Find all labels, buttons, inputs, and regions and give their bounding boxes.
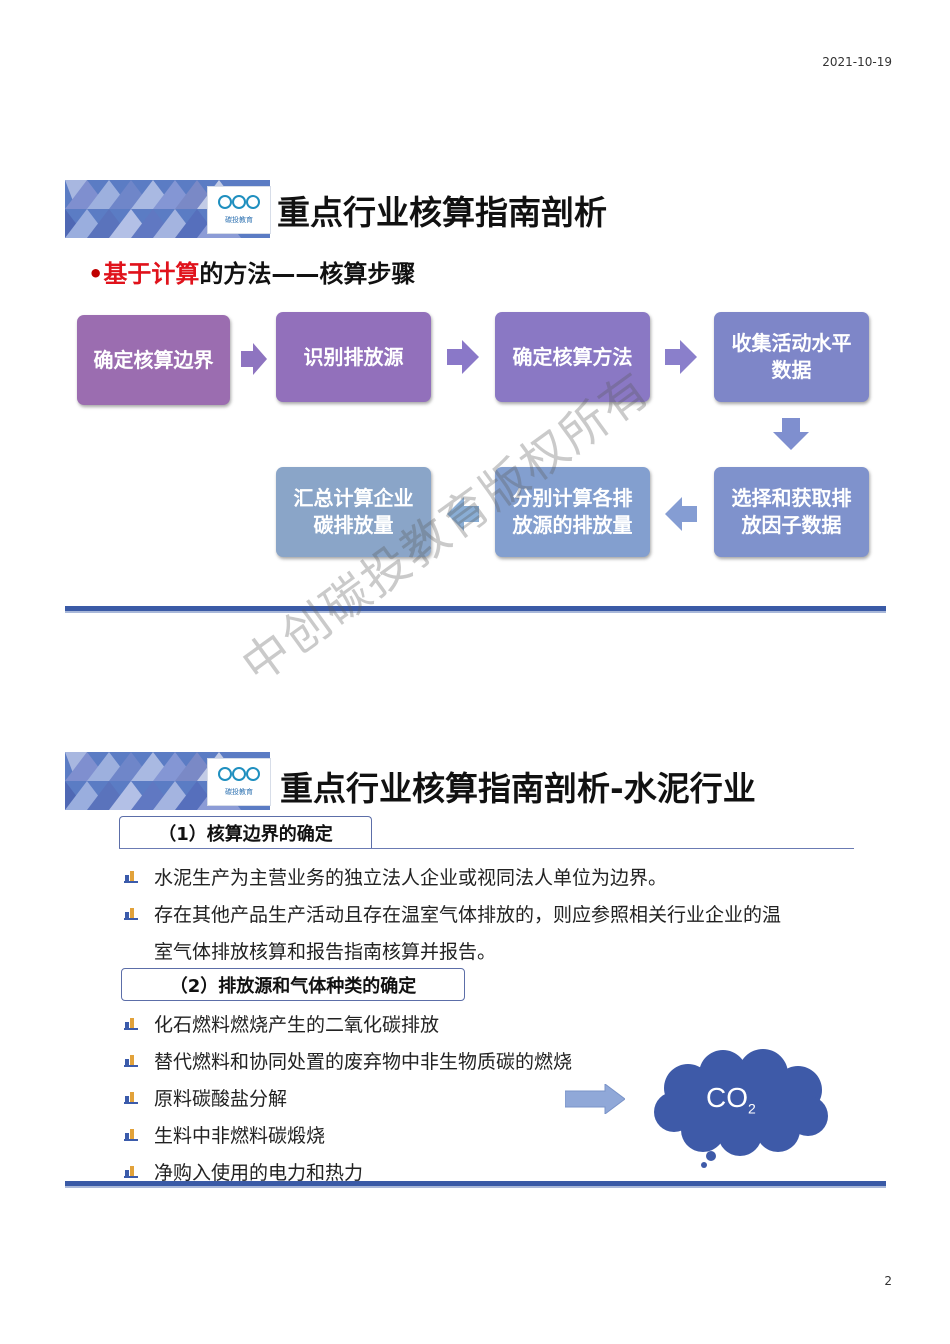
- list-item: 替代燃料和协同处置的废弃物中非生物质碳的燃烧: [154, 1051, 573, 1073]
- slide-2-bottom-rule: [65, 1181, 886, 1188]
- page-number: 2: [884, 1274, 892, 1288]
- step-box-2: 识别排放源: [276, 312, 431, 402]
- bullet-icon: •: [88, 260, 104, 288]
- subheading-highlight: 基于计算: [103, 260, 200, 288]
- list-item: 原料碳酸盐分解: [154, 1088, 288, 1110]
- arrow-right-icon: [241, 343, 267, 375]
- section-1-heading: （1）核算边界的确定: [119, 816, 372, 849]
- list-item: 水泥生产为主营业务的独立法人企业或视同法人单位为边界。: [154, 867, 668, 889]
- logo-text: 碳投教育: [225, 788, 253, 796]
- co2-label: CO2: [706, 1082, 756, 1117]
- arrow-left-icon: [447, 497, 479, 531]
- logo-ring-icon: [232, 767, 246, 781]
- arrow-down-icon: [773, 418, 809, 450]
- bullet-icon: [124, 908, 138, 920]
- slide-title: 重点行业核算指南剖析: [277, 193, 607, 232]
- arrow-right-icon: [565, 1084, 625, 1114]
- slide-1-bottom-rule: [65, 606, 886, 613]
- logo-ring-icon: [246, 195, 260, 209]
- bullet-icon: [124, 1055, 138, 1067]
- step-box-6: 分别计算各排放源的排放量: [495, 467, 650, 557]
- cloud-icon: [654, 1049, 828, 1168]
- logo-ring-icon: [218, 767, 232, 781]
- bullet-icon: [124, 871, 138, 883]
- company-logo: 碳投教育: [207, 186, 271, 234]
- list-item: 净购入使用的电力和热力: [154, 1162, 364, 1184]
- subheading-text: 的方法——核算步骤: [199, 260, 416, 288]
- document-date: 2021-10-19: [822, 55, 892, 69]
- co2-cloud: CO2: [648, 1048, 833, 1170]
- step-box-5: 选择和获取排放因子数据: [714, 467, 869, 557]
- logo-ring-icon: [218, 195, 232, 209]
- logo-ring-icon: [232, 195, 246, 209]
- step-box-7: 汇总计算企业碳排放量: [276, 467, 431, 557]
- arrow-right-icon: [447, 340, 479, 374]
- slide-title: 重点行业核算指南剖析-水泥行业: [280, 769, 756, 808]
- arrow-left-icon: [665, 497, 697, 531]
- bullet-icon: [124, 1018, 138, 1030]
- co2-text: CO: [706, 1082, 748, 1113]
- section-2-heading: （2）排放源和气体种类的确定: [121, 968, 465, 1001]
- bullet-icon: [124, 1166, 138, 1178]
- step-box-4: 收集活动水平数据: [714, 312, 869, 402]
- bullet-icon: [124, 1129, 138, 1141]
- company-logo: 碳投教育: [207, 758, 271, 806]
- slide-2: 碳投教育 重点行业核算指南剖析-水泥行业: [0, 752, 950, 812]
- logo-ring-icon: [246, 767, 260, 781]
- list-item-continuation: 室气体排放核算和报告指南核算并报告。: [154, 941, 497, 963]
- list-item: 生料中非燃料碳煅烧: [154, 1125, 326, 1147]
- step-box-1: 确定核算边界: [77, 315, 230, 405]
- slide-1: 碳投教育 重点行业核算指南剖析: [0, 180, 950, 620]
- logo-text: 碳投教育: [225, 216, 253, 224]
- co2-subscript: 2: [748, 1100, 756, 1117]
- step-box-3: 确定核算方法: [495, 312, 650, 402]
- list-item: 存在其他产品生产活动且存在温室气体排放的，则应参照相关行业企业的温: [154, 904, 782, 926]
- section-1-underline: [119, 848, 854, 849]
- bullet-icon: [124, 1092, 138, 1104]
- arrow-right-icon: [665, 340, 697, 374]
- list-item: 化石燃料燃烧产生的二氧化碳排放: [154, 1014, 440, 1036]
- method-subheading: •基于计算的方法——核算步骤: [88, 254, 415, 289]
